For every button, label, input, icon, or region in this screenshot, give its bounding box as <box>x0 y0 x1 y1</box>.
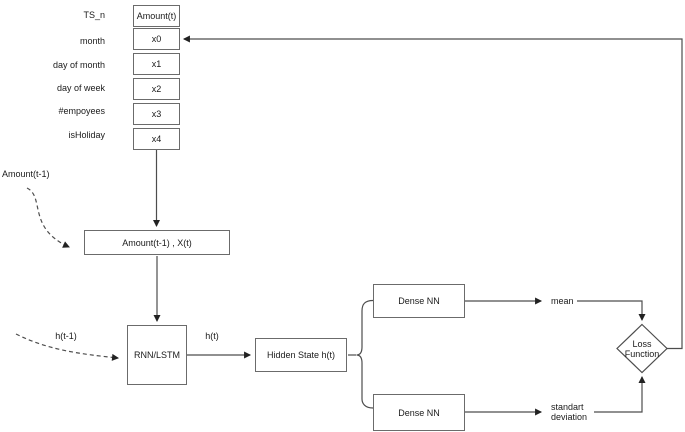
concat-node: Amount(t-1) , X(t) <box>84 230 230 255</box>
input-box-x3: x3 <box>133 103 180 125</box>
h-t-label: h(t) <box>205 331 219 341</box>
amount-prev-label: Amount(t-1) <box>2 169 50 179</box>
arrow-mean-to-loss <box>577 300 646 322</box>
arrow-std-to-loss <box>594 375 646 413</box>
dense-nn-bottom-node: Dense NN <box>373 394 465 431</box>
input-box-x1: x1 <box>133 53 180 75</box>
hidden-state-node: Hidden State h(t) <box>255 338 347 372</box>
h-prev-label: h(t-1) <box>55 331 77 341</box>
loss-label-line1: Loss <box>632 339 652 349</box>
feature-label-ts-n: TS_n <box>83 10 105 20</box>
std-deviation-label: standart deviation <box>551 402 587 422</box>
arrow-loss-feedback-to-x0 <box>182 35 683 350</box>
dashed-arrow-h-prev <box>15 333 120 361</box>
input-box-amount-t: Amount(t) <box>133 5 180 27</box>
rnn-lstm-node: RNN/LSTM <box>127 325 187 385</box>
loss-label-line2: Function <box>624 349 660 359</box>
input-box-x2: x2 <box>133 78 180 100</box>
mean-label: mean <box>551 296 574 306</box>
feature-label-is-holiday: isHoliday <box>68 130 105 140</box>
dense-nn-top-node: Dense NN <box>373 284 465 318</box>
input-box-x4: x4 <box>133 128 180 150</box>
input-box-x0: x0 <box>133 28 180 50</box>
curly-brace <box>356 299 374 409</box>
feature-label-day-of-week: day of week <box>56 83 105 93</box>
loss-function-diamond <box>616 323 668 374</box>
std-line1: standart <box>551 402 584 412</box>
feature-label-empoyees: #empoyees <box>58 106 105 116</box>
std-line2: deviation <box>551 412 588 422</box>
feature-label-day-of-month: day of month <box>52 60 105 70</box>
loss-function-label: Loss Function <box>612 339 672 359</box>
feature-label-month: month <box>79 36 105 46</box>
dashed-arrow-amount-prev <box>26 187 70 248</box>
